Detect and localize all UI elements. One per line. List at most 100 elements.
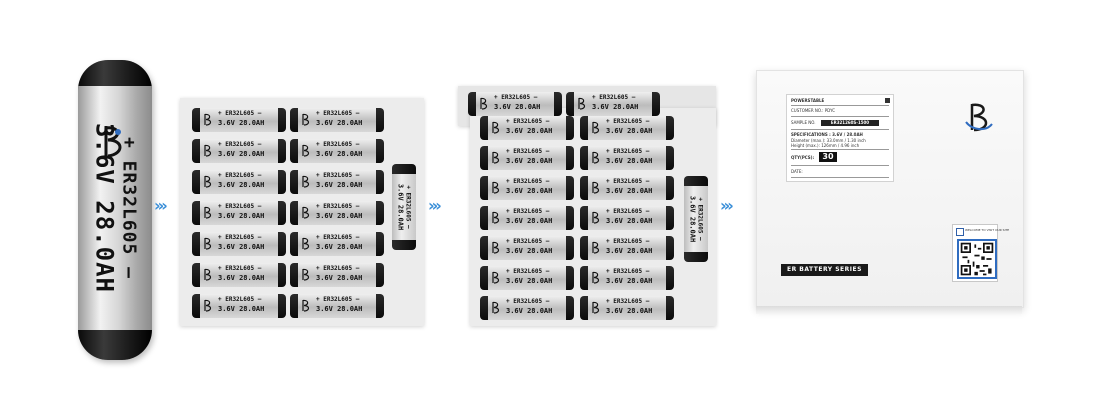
battery-cell: + ER32L605 –3.6V 28.0AH: [580, 266, 674, 290]
arrow-icon: ›››: [154, 196, 168, 215]
label-brand-icon: [885, 98, 890, 103]
cell-label-wrap: + ER32L605 –3.6V 28.0AH: [200, 139, 278, 163]
cell-model: + ER32L605 –: [218, 234, 262, 241]
cell-spec: 3.6V 28.0AH: [316, 119, 363, 127]
battery-cell: + ER32L605 –3.6V 28.0AH: [580, 296, 674, 320]
cell-spec: 3.6V 28.0AH: [606, 187, 653, 195]
date-label: DATE:: [791, 169, 803, 174]
cell-spec: 3.6V 28.0AH: [494, 103, 541, 111]
brand-logo-icon: [592, 271, 600, 284]
brand-logo-icon: [204, 113, 212, 126]
brand-logo-icon: [302, 144, 310, 157]
cell-label-wrap: + ER32L605 –3.6V 28.0AH: [488, 176, 566, 200]
battery-cell: + ER32L605 –3.6V 28.0AH: [480, 146, 574, 170]
battery-cell: + ER32L605 – 3.6V 28.0AH: [480, 206, 574, 230]
battery-cell: + ER32L605 –3.6V 28.0AH: [468, 92, 562, 116]
brand-logo-icon: [492, 151, 500, 164]
battery-cell: + ER32L605 –3.6V 28.0AH: [580, 146, 674, 170]
brand-logo-icon: [492, 121, 500, 134]
cell-model: + ER32L605 –: [506, 208, 550, 215]
cell-model: + ER32L605 –: [606, 208, 650, 215]
cell-spec: 3.6V 28.0AH: [316, 305, 363, 313]
battery-cell: + ER32L605 – 3.6V 28.0AH: [290, 108, 384, 132]
cell-model: + ER32L605 –: [316, 172, 360, 179]
cell-model: + ER32L605 –: [506, 298, 550, 305]
cell-spec: 3.6V 28.0AH: [316, 150, 363, 158]
cell-spec: 3.6V 28.0AH: [506, 127, 553, 135]
cell-model: + ER32L605 –: [316, 110, 360, 117]
cell-spec: 3.6V 28.0AH: [592, 103, 639, 111]
cell-spec: 3.6V 28.0AH: [218, 150, 265, 158]
cell-model: + ER32L605 –: [506, 238, 550, 245]
cell-spec: 3.6V 28.0AH: [506, 187, 553, 195]
brand-logo-icon: [204, 237, 212, 250]
cell-label-wrap: + ER32L605 – 3.6V 28.0AH: [200, 232, 278, 256]
customer-number: CUSTOMER NO.: PDYC: [791, 108, 836, 113]
single-battery: + ER32L605 – 3.6V 28.0AH: [78, 60, 152, 360]
cell-label-wrap: + ER32L605 – 3.6V 28.0AH: [298, 139, 376, 163]
battery-cell: + ER32L605 –3.6V 28.0AH: [580, 176, 674, 200]
cell-model: + ER32L605 –: [218, 265, 262, 272]
cell-label-wrap: + ER32L605 –3.6V 28.0AH: [588, 116, 666, 140]
battery-cell: + ER32L605 –3.6V 28.0AH: [290, 232, 384, 256]
cell-label-wrap: + ER32L605 –3.6V 28.0AH: [488, 266, 566, 290]
brand-logo-icon: [302, 206, 310, 219]
cell-model: + ER32L605 –: [606, 118, 650, 125]
cell-model: + ER32L605 –: [606, 298, 650, 305]
series-label: ER BATTERY SERIES: [781, 264, 868, 276]
battery-cell-vertical: + ER32L605 –3.6V 28.0AH: [392, 164, 416, 250]
battery-cell: + ER32L605 – 3.6V 28.0AH: [290, 294, 384, 318]
cell-spec: 3.6V 28.0AH: [218, 243, 265, 251]
cell-model: + ER32L605 –: [606, 238, 650, 245]
qty-label: QTY(PCS):: [791, 155, 815, 160]
cell-label-wrap: + ER32L605 –3.6V 28.0AH: [684, 186, 708, 252]
cell-spec: 3.6V 28.0AH: [218, 305, 265, 313]
brand-logo-icon: [302, 175, 310, 188]
label-brand: POWERSTABLE: [791, 98, 825, 103]
cell-spec: 3.6V 28.0AH: [606, 157, 653, 165]
cell-model: + ER32L605 –: [316, 296, 360, 303]
cell-spec: 3.6V 28.0AH: [218, 119, 265, 127]
cell-label-wrap: + ER32L605 –3.6V 28.0AH: [488, 236, 566, 260]
brand-logo-icon: [578, 97, 586, 110]
brand-logo-icon: [302, 268, 310, 281]
arrow-icon: ›››: [720, 196, 734, 215]
battery-cell: + ER32L605 – 3.6V 28.0AH: [580, 206, 674, 230]
brand-logo-icon: [302, 299, 310, 312]
cell-label-wrap: + ER32L605 –3.6V 28.0AH: [488, 296, 566, 320]
battery-cell: + ER32L605 –3.6V 28.0AH: [192, 201, 286, 225]
qr-header-icon: [956, 228, 964, 236]
cell-model: + ER32L605 –: [506, 118, 550, 125]
brand-logo-icon: [204, 175, 212, 188]
battery-cell: + ER32L605 –3.6V 28.0AH: [192, 108, 286, 132]
cell-label-wrap: + ER32L605 – 3.6V 28.0AH: [298, 108, 376, 132]
battery-cell: + ER32L605 –3.6V 28.0AH: [480, 296, 574, 320]
battery-cell: + ER32L605 –3.6V 28.0AH: [290, 170, 384, 194]
cell-model: + ER32L605 –: [316, 234, 360, 241]
cell-label-wrap: + ER32L605 –3.6V 28.0AH: [298, 201, 376, 225]
cell-label-wrap: + ER32L605 –3.6V 28.0AH: [298, 232, 376, 256]
cell-spec: 3.6V 28.0AH: [606, 217, 653, 225]
brand-logo-icon: [592, 211, 600, 224]
cell-label-wrap: + ER32L605 – 3.6V 28.0AH: [200, 263, 278, 287]
cell-spec: 3.6V 28.0AH: [506, 277, 553, 285]
cell-spec: 3.6V 28.0AH: [506, 217, 553, 225]
cell-label-wrap: + ER32L605 –3.6V 28.0AH: [392, 174, 416, 240]
cell-model: + ER32L605 –: [506, 148, 550, 155]
cell-label-wrap: + ER32L605 –3.6V 28.0AH: [200, 294, 278, 318]
cell-spec: 3.6V 28.0AH: [218, 274, 265, 282]
battery-cell: + ER32L605 –3.6V 28.0AH: [290, 263, 384, 287]
cell-model: + ER32L605 –: [592, 94, 636, 101]
cell-label-wrap: + ER32L605 –3.6V 28.0AH: [298, 263, 376, 287]
cell-label-wrap: + ER32L605 –3.6V 28.0AH: [298, 170, 376, 194]
battery-cell: + ER32L605 – 3.6V 28.0AH: [480, 116, 574, 140]
qr-panel: WELCOME TO VISIT OUR SITE: [952, 224, 1009, 282]
cell-spec: 3.6V 28.0AH: [396, 183, 405, 231]
battery-spec: 3.6V 28.0AH: [90, 123, 119, 293]
battery-cell: + ER32L605 –3.6V 28.0AH: [480, 176, 574, 200]
cell-label-wrap: + ER32L605 – 3.6V 28.0AH: [488, 116, 566, 140]
qr-code-icon: [957, 239, 997, 279]
cell-model: + ER32L605 –: [316, 141, 360, 148]
qr-caption: WELCOME TO VISIT OUR SITE: [965, 228, 1010, 232]
